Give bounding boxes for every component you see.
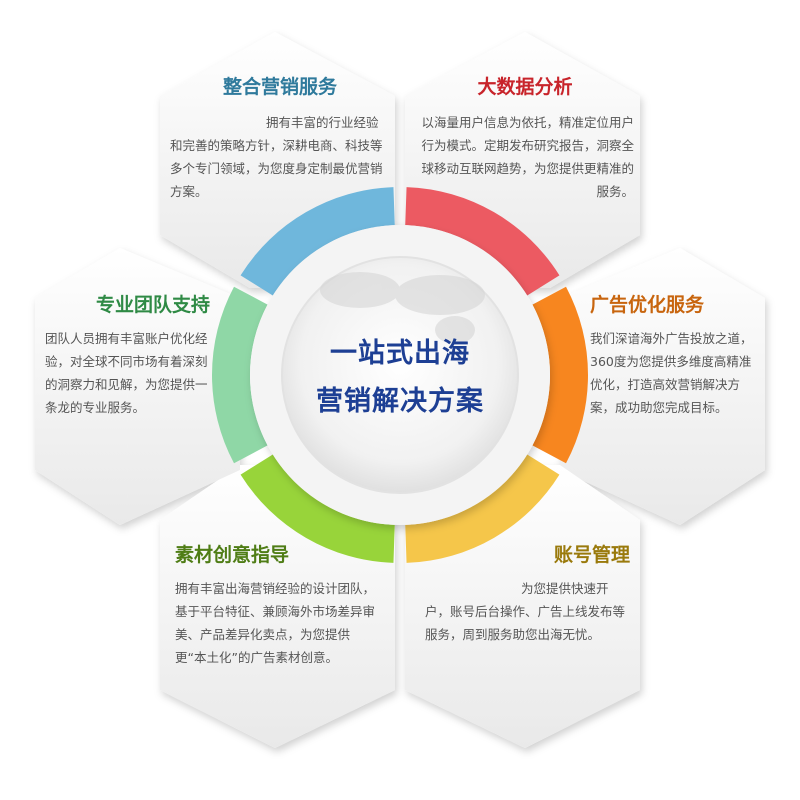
segment-title: 账号管理 xyxy=(553,544,630,566)
center-disc xyxy=(281,256,519,494)
segment-big-data: 大数据分析 以海量用户信息为依托，精准定位用户行为模式。定期发布研究报告，洞察全… xyxy=(416,72,634,203)
segment-text: 拥有丰富出海营销经验的设计团队，基于平台特征、兼顾海外市场差异审美、产品差异化卖… xyxy=(175,581,376,665)
ring-arc-big-data xyxy=(405,187,560,296)
segment-team-support: 专业团队支持 团队人员拥有丰富账户优化经验，对全球不同市场有着深刻的洞察力和见解… xyxy=(45,290,210,419)
segment-creative-guidance: 素材创意指导 拥有丰富出海营销经验的设计团队，基于平台特征、兼顾海外市场差异审美… xyxy=(175,540,375,669)
segment-title: 大数据分析 xyxy=(477,76,573,98)
center-title-line1: 一站式出海 xyxy=(330,338,470,369)
segment-text: 为您提供快速开户，账号后台操作、广告上线发布等服务，周到服务助您出海无忧。 xyxy=(425,581,626,642)
globe-map-icon xyxy=(320,272,485,344)
ring-arc-integrated-marketing xyxy=(240,187,395,296)
segment-title: 专业团队支持 xyxy=(95,294,210,316)
segment-ad-optimization: 广告优化服务 我们深谙海外广告投放之道，360度为您提供多维度高精准优化，打造高… xyxy=(590,290,755,419)
segment-integrated-marketing: 整合营销服务 拥有丰富的行业经验和完善的策略方针，深耕电商、科技等多个专门领域，… xyxy=(170,72,390,203)
segment-text: 拥有丰富的行业经验和完善的策略方针，深耕电商、科技等多个专门领域，为您度身定制最… xyxy=(170,115,383,199)
segment-text: 团队人员拥有丰富账户优化经验，对全球不同市场有着深刻的洞察力和见解，为您提供一条… xyxy=(45,331,208,415)
segment-title: 素材创意指导 xyxy=(175,544,290,566)
panel-ad-optimization xyxy=(560,248,765,525)
center-title-line2: 营销解决方案 xyxy=(316,386,484,417)
ring-arc-creative-guidance xyxy=(240,454,395,563)
segment-title: 整合营销服务 xyxy=(222,76,337,98)
segment-text: 以海量用户信息为依托，精准定位用户行为模式。定期发布研究报告，洞察全球移动互联网… xyxy=(421,115,634,199)
center-title: 一站式出海 营销解决方案 xyxy=(290,330,510,426)
ring-arc-account-management xyxy=(405,454,560,563)
ring-arc-team-support xyxy=(212,286,268,464)
segment-title: 广告优化服务 xyxy=(590,294,705,316)
panel-team-support xyxy=(35,248,240,525)
ring-arc-ad-optimization xyxy=(532,286,588,464)
segment-account-management: 账号管理 为您提供快速开户，账号后台操作、广告上线发布等服务，周到服务助您出海无… xyxy=(425,540,630,646)
segment-text: 我们深谙海外广告投放之道，360度为您提供多维度高精准优化，打造高效营销解决方案… xyxy=(590,331,753,415)
